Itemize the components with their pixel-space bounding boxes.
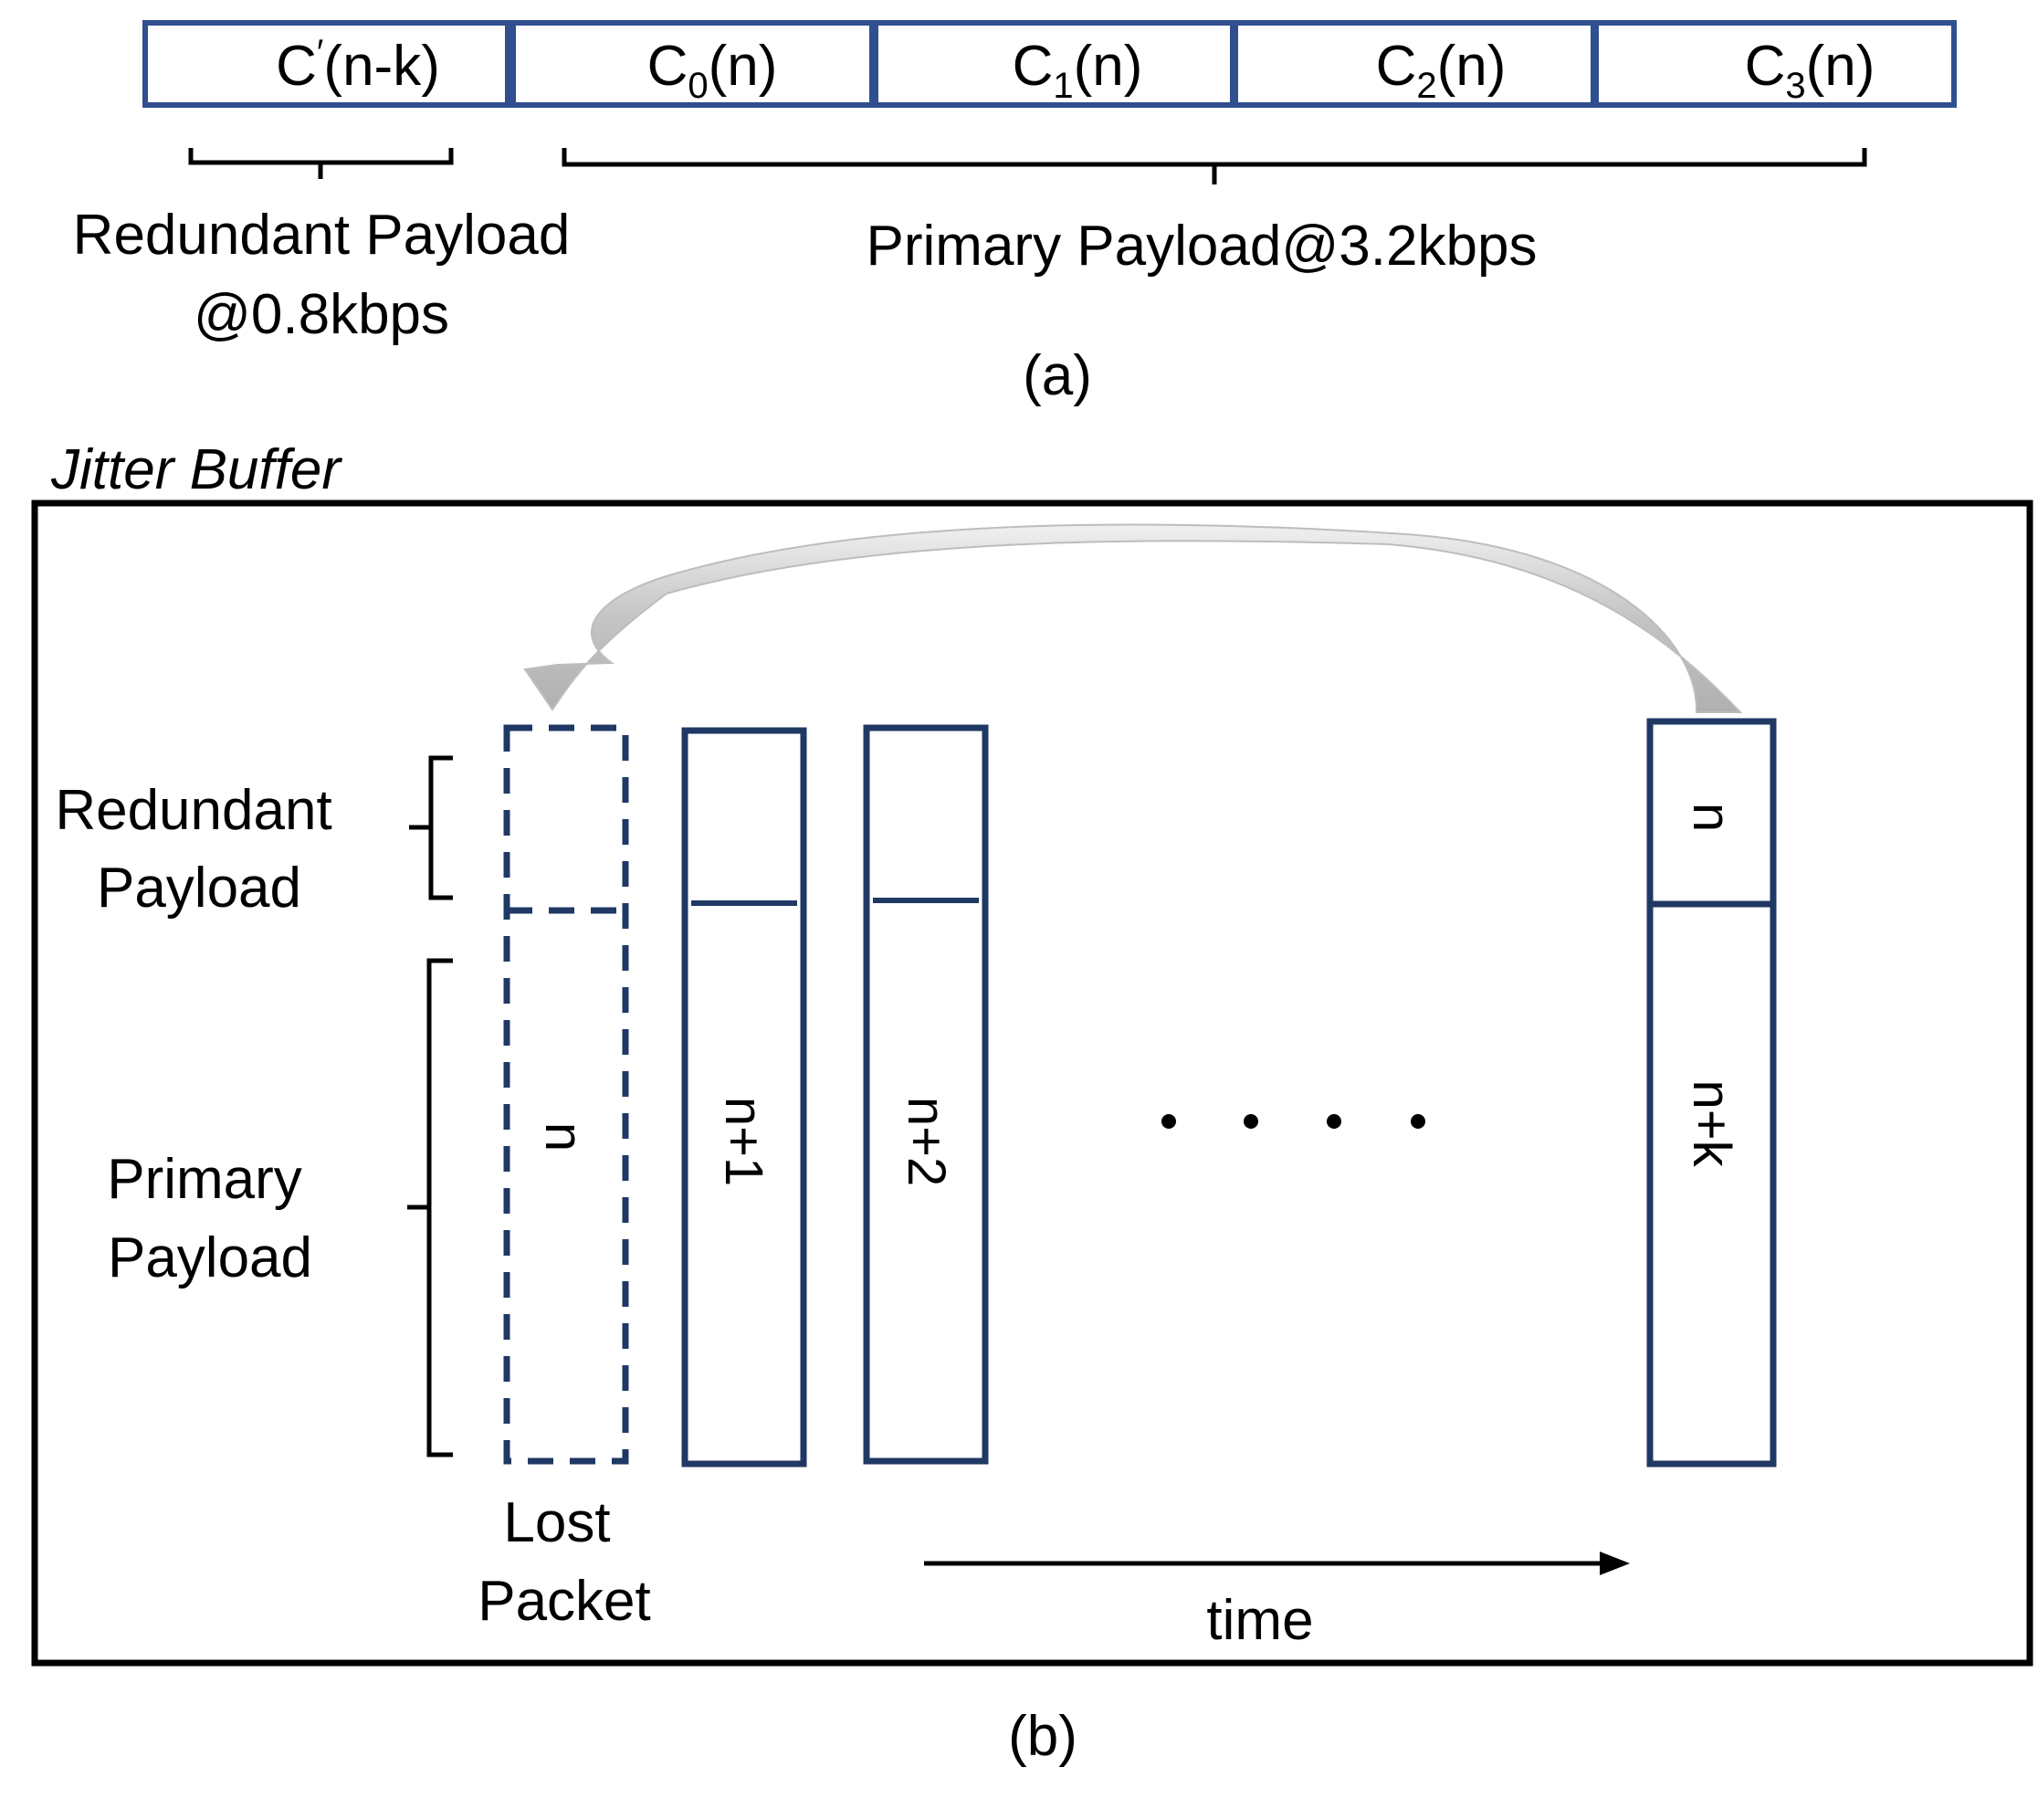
frame-cell-c3: [1593, 20, 1957, 108]
jitter-buffer-box: [31, 500, 2033, 1667]
recovery-arrow: [523, 523, 1743, 713]
packet-n-plus-k-redundant-label: n: [1682, 803, 1741, 832]
redundant-bracket: [409, 755, 453, 900]
caption-b: (b): [1008, 1705, 1077, 1768]
packet-n-plus-1: [681, 727, 807, 1468]
ellipsis-dots: [1161, 1114, 1425, 1129]
packet-n-plus-1-primary-label: n+1: [714, 1097, 773, 1186]
primary-payload-brace: [562, 148, 1867, 184]
redundant-label-line1: Redundant: [55, 779, 331, 842]
frame-cell-label-c3: C3(n): [1745, 35, 1875, 106]
frame-cell-label-c2: C2(n): [1376, 35, 1507, 106]
packet-n-plus-2: [863, 724, 989, 1465]
redundant-payload-brace: [188, 148, 454, 179]
caption-a: (a): [1023, 344, 1092, 407]
jitter-buffer-title: Jitter Buffer: [50, 438, 342, 501]
payload-frame: C′(n-k) C0(n) C1(n) C2(n) C3(n): [142, 20, 1957, 108]
redundant-payload-label-line1: Redundant Payload: [73, 204, 571, 267]
redundant-payload-label-line2: @0.8kbps: [194, 283, 449, 346]
primary-payload-label: Primary Payload@3.2kbps: [867, 215, 1538, 278]
packet-n-plus-k-primary-label: n+k: [1682, 1079, 1741, 1167]
lost-packet: [503, 724, 629, 1465]
time-arrow-head: [1600, 1552, 1630, 1575]
lost-label-line1: Lost: [503, 1491, 610, 1554]
lost-label-line2: Packet: [478, 1570, 651, 1633]
primary-label-line2: Payload: [108, 1226, 312, 1289]
lost-packet-primary-label: n: [534, 1122, 594, 1152]
frame-cell-redundant: [142, 20, 510, 108]
primary-bracket: [407, 958, 453, 1457]
frame-cell-label-redundant: C′(n-k): [276, 33, 440, 98]
redundant-label-line2: Payload: [97, 857, 301, 920]
frame-cell-label-c0: C0(n): [647, 35, 778, 106]
frame-cell-label-c1: C1(n): [1013, 35, 1143, 106]
packet-n-plus-k: [1646, 718, 1777, 1468]
frame-cell-c0: [510, 20, 875, 108]
time-label: time: [1206, 1589, 1313, 1652]
packet-n-plus-2-primary-label: n+2: [897, 1097, 956, 1186]
primary-label-line1: Primary: [107, 1148, 302, 1211]
